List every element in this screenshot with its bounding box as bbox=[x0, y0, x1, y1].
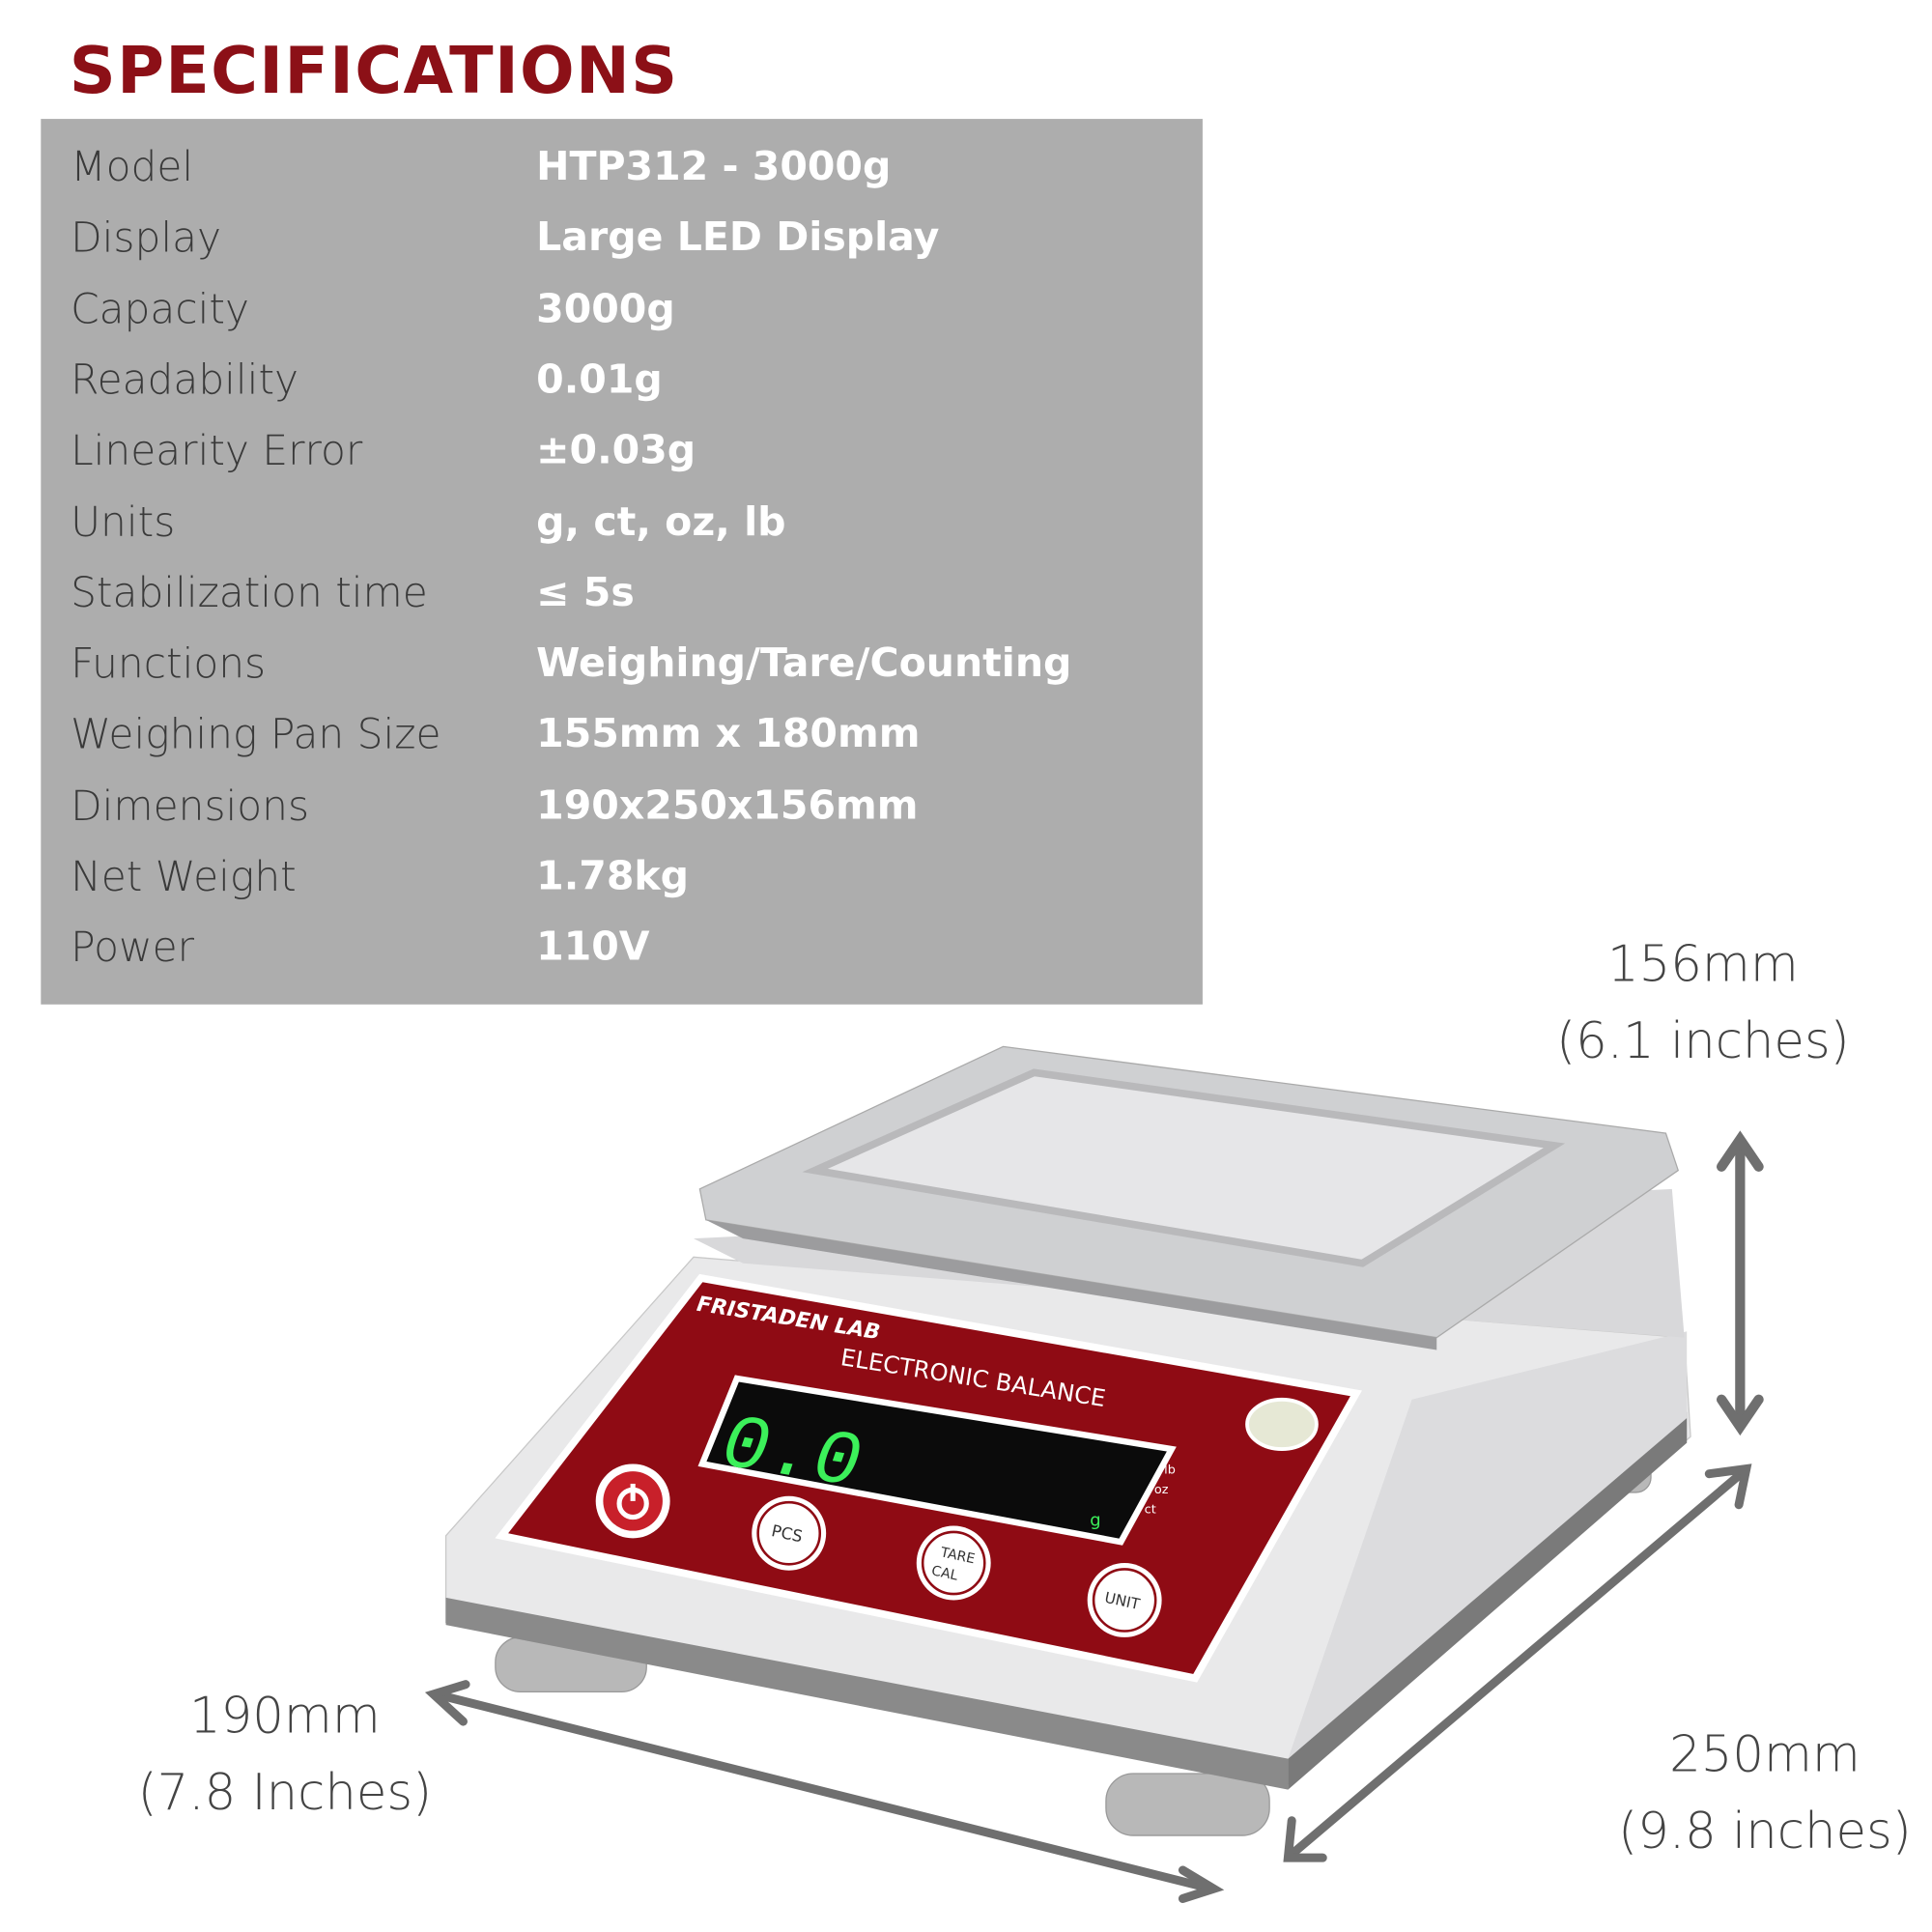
width-arrow-icon bbox=[424, 1680, 1225, 1903]
unit-oz: oz bbox=[1154, 1483, 1169, 1497]
width-inches: (7.8 Inches) bbox=[137, 1764, 433, 1822]
height-inches: (6.1 inches) bbox=[1556, 1012, 1850, 1070]
spec-value: Weighing/Tare/Counting bbox=[536, 639, 1072, 687]
page-title: SPECIFICATIONS bbox=[69, 34, 679, 109]
depth-inches: (9.8 inches) bbox=[1618, 1803, 1912, 1861]
unit-ct: ct bbox=[1145, 1503, 1156, 1518]
depth-arrow-icon bbox=[1283, 1463, 1752, 1862]
width-mm: 190mm bbox=[188, 1688, 381, 1746]
height-arrow-icon bbox=[1716, 1130, 1764, 1436]
display-reading: 0.0 bbox=[708, 1403, 873, 1508]
unit-button[interactable]: UNIT bbox=[1087, 1563, 1162, 1637]
spec-label: Display bbox=[71, 213, 222, 262]
spec-label: Power bbox=[71, 923, 195, 972]
display-unit: g bbox=[1090, 1511, 1100, 1531]
level-bubble bbox=[1245, 1397, 1319, 1451]
spec-value: ≤ 5s bbox=[536, 568, 635, 615]
spec-value: 190x250x156mm bbox=[536, 781, 919, 829]
spec-label: Stabilization time bbox=[71, 568, 428, 617]
spec-value: 3000g bbox=[536, 284, 675, 332]
depth-mm: 250mm bbox=[1669, 1726, 1861, 1784]
spec-label: Readability bbox=[71, 355, 299, 404]
spec-value: ±0.03g bbox=[536, 426, 696, 474]
spec-label: Weighing Pan Size bbox=[71, 710, 441, 759]
spec-label: Model bbox=[71, 142, 194, 191]
spec-value: 1.78kg bbox=[536, 852, 690, 899]
spec-label: Functions bbox=[71, 639, 267, 688]
spec-value: g, ct, oz, lb bbox=[536, 497, 786, 545]
height-mm: 156mm bbox=[1606, 936, 1799, 994]
height-dimension-label: 156mm (6.1 inches) bbox=[1536, 926, 1870, 1080]
spec-value: 155mm x 180mm bbox=[536, 710, 921, 757]
svg-text:TARE: TARE bbox=[938, 1545, 976, 1567]
pcs-button[interactable]: PCS bbox=[752, 1495, 827, 1571]
spec-label: Units bbox=[71, 497, 176, 546]
svg-text:CAL: CAL bbox=[930, 1563, 959, 1583]
led-display bbox=[697, 1375, 1177, 1546]
power-button[interactable] bbox=[595, 1463, 670, 1539]
spec-label: Capacity bbox=[71, 284, 249, 333]
unit-lb: lb bbox=[1164, 1463, 1176, 1478]
spec-value: 110V bbox=[536, 923, 650, 971]
depth-dimension-label: 250mm (9.8 inches) bbox=[1598, 1717, 1932, 1870]
spec-value: Large LED Display bbox=[536, 213, 940, 261]
spec-label: Dimensions bbox=[71, 781, 310, 830]
width-dimension-label: 190mm (7.8 Inches) bbox=[118, 1678, 452, 1832]
spec-value: HTP312 - 3000g bbox=[536, 142, 892, 190]
spec-label: Net Weight bbox=[71, 852, 297, 901]
tare-cal-button[interactable]: TARE CAL bbox=[916, 1525, 991, 1601]
spec-label: Linearity Error bbox=[71, 426, 363, 475]
spec-value: 0.01g bbox=[536, 355, 663, 403]
